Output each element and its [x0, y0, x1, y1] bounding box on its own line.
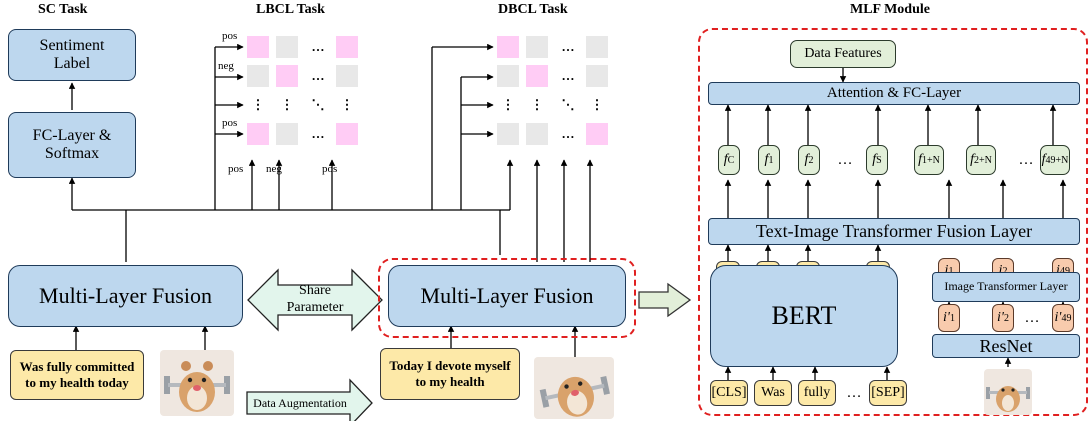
- dbcl-cell: [526, 65, 548, 87]
- lbcl-cell: [336, 123, 358, 145]
- lbcl-cell: ⋮: [336, 94, 358, 116]
- image-patch-token: i'2: [992, 304, 1014, 332]
- image-patch-token: i'1: [938, 304, 960, 332]
- multi-layer-fusion-right: Multi-Layer Fusion: [388, 265, 626, 327]
- dbcl-cell: …: [557, 123, 579, 145]
- dbcl-cell: ⋮: [526, 94, 548, 116]
- dbcl-similarity-grid: … … ⋮ ⋮ ⋱ ⋮ …: [497, 36, 608, 152]
- hamster-image-module: [984, 369, 1032, 415]
- dbcl-cell: …: [557, 65, 579, 87]
- lbcl-task-title: LBCL Task: [256, 2, 325, 17]
- attention-fc-layer: Attention & FC-Layer: [708, 82, 1080, 105]
- lbcl-cell: …: [307, 65, 329, 87]
- sc-task-title: SC Task: [38, 2, 88, 17]
- text-image-fusion-layer: Text-Image Transformer Fusion Layer: [708, 218, 1080, 245]
- bert-block: BERT: [710, 265, 898, 367]
- image-transformer-layer: Image Transformer Layer: [932, 272, 1080, 302]
- data-features-box: Data Features: [790, 40, 896, 68]
- input-token: [SEP]: [869, 380, 907, 406]
- lbcl-row-label-neg: neg: [218, 60, 234, 72]
- lbcl-cell: [247, 123, 269, 145]
- lbcl-cell: [276, 65, 298, 87]
- dbcl-cell: [497, 123, 519, 145]
- input-token: [CLS]: [710, 380, 748, 406]
- lbcl-col-label-pos-2: pos: [322, 163, 338, 175]
- hamster-image-original: [160, 350, 234, 416]
- lbcl-cell: ⋮: [276, 94, 298, 116]
- share-parameter-label: Share Parameter: [286, 283, 344, 315]
- fc-softmax-box: FC-Layer & Softmax: [8, 112, 136, 178]
- share-parameter-arrow: [247, 268, 383, 332]
- original-text-box: Was fully committed to my health today: [10, 350, 144, 400]
- resnet-block: ResNet: [932, 334, 1080, 358]
- dbcl-cell: ⋮: [497, 94, 519, 116]
- mlf-module-title: MLF Module: [850, 2, 930, 17]
- lbcl-cell: [276, 123, 298, 145]
- module-expand-arrow: [638, 282, 692, 318]
- hamster-image-augmented: [534, 357, 614, 419]
- data-augmentation-arrow: [246, 378, 373, 421]
- dbcl-cell: ⋮: [586, 94, 608, 116]
- sentiment-label-box: Sentiment Label: [8, 29, 136, 81]
- augmented-text-box: Today I devote myself to my health: [380, 348, 520, 400]
- lbcl-cell: ⋮: [247, 94, 269, 116]
- lbcl-cell: [336, 36, 358, 58]
- mlf-module-frame: [698, 28, 1088, 416]
- dbcl-cell: [526, 123, 548, 145]
- dbcl-cell: ⋱: [557, 94, 579, 116]
- ellipsis: …: [1018, 151, 1034, 168]
- lbcl-similarity-grid: … … ⋮ ⋮ ⋱ ⋮ …: [247, 36, 358, 152]
- ellipsis: …: [846, 384, 862, 401]
- dbcl-task-title: DBCL Task: [498, 2, 568, 17]
- lbcl-col-label-neg: neg: [266, 163, 282, 175]
- lbcl-cell: [336, 65, 358, 87]
- dbcl-cell: [586, 36, 608, 58]
- dbcl-cell: [497, 36, 519, 58]
- multi-layer-fusion-left: Multi-Layer Fusion: [8, 265, 243, 327]
- ellipsis: …: [837, 151, 853, 168]
- dbcl-cell: …: [557, 36, 579, 58]
- lbcl-cell: …: [307, 36, 329, 58]
- dbcl-cell: [586, 65, 608, 87]
- hamster-icon: [986, 386, 1030, 412]
- dbcl-dashed-frame: [378, 258, 636, 338]
- dbcl-cell: [586, 123, 608, 145]
- hamster-icon: [539, 376, 610, 417]
- lbcl-cell: [276, 36, 298, 58]
- lbcl-row-label-pos-2: pos: [222, 117, 238, 129]
- image-patch-token: i'49: [1052, 304, 1074, 332]
- data-augmentation-label: Data Augmentation: [253, 396, 347, 410]
- input-token: Was: [754, 380, 792, 406]
- dbcl-cell: [526, 36, 548, 58]
- lbcl-row-label-pos-1: pos: [222, 30, 238, 42]
- lbcl-cell: [247, 36, 269, 58]
- hamster-icon: [164, 361, 230, 412]
- ellipsis: …: [1024, 309, 1040, 326]
- dbcl-cell: [497, 65, 519, 87]
- input-token: fully: [798, 380, 836, 406]
- lbcl-cell: …: [307, 123, 329, 145]
- lbcl-cell: [247, 65, 269, 87]
- lbcl-cell: ⋱: [307, 94, 329, 116]
- lbcl-col-label-pos-1: pos: [228, 163, 244, 175]
